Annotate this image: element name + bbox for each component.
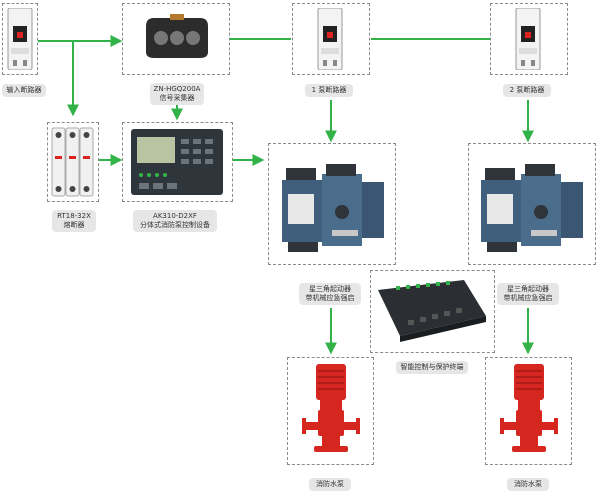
circuit-breaker-icon	[515, 8, 541, 70]
fuse-model: RT18-32X	[57, 212, 91, 220]
main-breaker-box	[2, 3, 38, 75]
io-terminal-module-icon	[378, 280, 486, 342]
pump-2-box	[485, 357, 572, 465]
soft-starter-icon	[481, 164, 583, 252]
main-breaker-label: 输入断路器	[2, 84, 46, 97]
breaker-1-label: 1 泵断路器	[305, 84, 353, 97]
fuse-holder-icon	[51, 127, 94, 197]
starter-2-label: 星三角起动器 带机械应急强启	[497, 283, 559, 305]
signal-collector-model: ZN-HGQ200A	[153, 85, 201, 93]
controller-box	[122, 122, 233, 202]
signal-collector-box	[122, 3, 230, 75]
circuit-breaker-icon	[317, 8, 343, 70]
three-phase-ct-sensor-icon	[146, 14, 208, 58]
lcd-control-panel-icon	[131, 129, 223, 195]
starter-2-line1: 星三角起动器	[507, 285, 549, 293]
breaker-1-text: 1 泵断路器	[311, 86, 347, 94]
main-breaker-text: 输入断路器	[6, 86, 42, 94]
pump-1-text: 消防水泵	[316, 480, 344, 488]
controller-model: AK310-D2XF	[153, 212, 197, 220]
pump-2-label: 消防水泵	[507, 478, 549, 491]
breaker-2-label: 2 泵断路器	[503, 84, 551, 97]
starter-1-line1: 星三角起动器	[309, 285, 351, 293]
vertical-fire-pump-icon	[500, 364, 558, 452]
starter-2-line2: 带机械应急强启	[503, 294, 553, 302]
breaker-1-box	[292, 3, 370, 75]
terminal-label: 智能控制与保护终端	[396, 361, 468, 374]
vertical-fire-pump-icon	[302, 364, 360, 452]
breaker-2-text: 2 泵断路器	[509, 86, 545, 94]
pump-2-text: 消防水泵	[514, 480, 542, 488]
terminal-text: 智能控制与保护终端	[400, 363, 464, 371]
signal-collector-label: ZN-HGQ200A 信号采集器	[150, 83, 204, 105]
fuse-label: RT18-32X 熔断器	[52, 210, 96, 232]
starter-1-line2: 带机械应急强启	[305, 294, 355, 302]
controller-name: 分体式消防泵控制设备	[140, 221, 210, 229]
starter-1-label: 星三角起动器 带机械应急强启	[299, 283, 361, 305]
fuse-name: 熔断器	[63, 221, 85, 229]
breaker-2-box	[490, 3, 568, 75]
soft-starter-icon	[282, 164, 384, 252]
pump-1-label: 消防水泵	[309, 478, 351, 491]
starter-1-box	[268, 143, 396, 265]
terminal-box	[370, 270, 495, 353]
starter-2-box	[468, 143, 596, 265]
fuse-box	[47, 122, 99, 202]
circuit-breaker-icon	[7, 8, 33, 70]
pump-1-box	[287, 357, 374, 465]
signal-collector-name: 信号采集器	[159, 94, 195, 102]
controller-label: AK310-D2XF 分体式消防泵控制设备	[133, 210, 217, 232]
